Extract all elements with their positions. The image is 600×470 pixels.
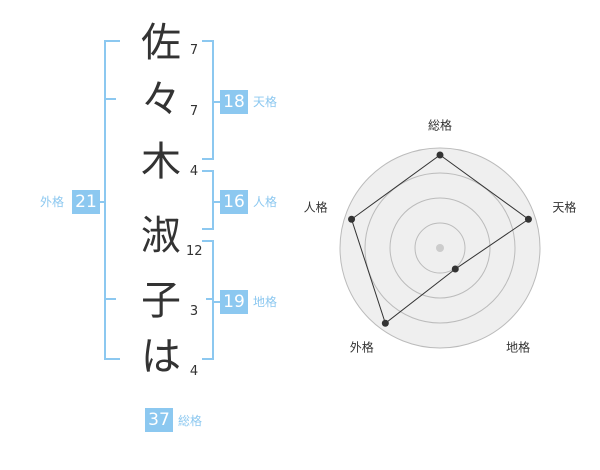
jinkaku-label: 人格 [253,195,278,209]
radar-axis-label: 地格 [506,339,530,354]
name-char-6: は [141,334,181,380]
radar-data-point [524,215,532,223]
soukaku-label: 総格 [178,414,203,428]
gaikaku-value: 21 [72,190,100,214]
jinkaku-bracket-bottom [202,228,214,230]
radar-data-point [451,265,459,273]
chikaku-bracket-bottom [202,358,214,360]
tenkaku-bracket-connector [212,101,220,103]
tenkaku-value: 18 [220,90,248,114]
radar-axis-label: 外格 [350,339,374,354]
name-char-4: 淑 [141,213,181,259]
gaikaku-bracket-tick [104,98,116,100]
jinkaku-value: 16 [220,190,248,214]
tenkaku-bracket-bottom [202,158,214,160]
chikaku-value: 19 [220,290,248,314]
stroke-count-5: 3 [189,304,199,319]
radar-ring [389,197,491,299]
stroke-count-4: 12 [186,244,203,259]
radar-data-point [348,215,356,223]
jinkaku-bracket-vertical [212,170,214,230]
gaikaku-bracket-tick [104,298,116,300]
radar-ring [414,222,466,274]
gaikaku-label: 外格 [40,195,65,209]
radar-data-polygon [350,154,530,325]
radar-axis-label: 総格 [428,118,452,133]
radar-ring [364,172,516,324]
chikaku-bracket-connector [212,301,220,303]
name-char-5: 子 [141,278,181,324]
chikaku-bracket-tick [206,298,212,300]
gaikaku-bracket-top [104,40,120,42]
stroke-count-2: 7 [189,104,199,119]
radar-data-point [381,319,389,327]
stroke-count-6: 4 [189,364,199,379]
radar-axis-label: 天格 [552,200,576,215]
stroke-count-3: 4 [189,164,199,179]
tenkaku-label: 天格 [253,95,278,109]
gaikaku-bracket-vertical [104,40,106,360]
jinkaku-bracket-top [202,170,214,172]
gaikaku-bracket-connector [100,201,106,203]
gaikaku-bracket-bottom [104,358,120,360]
chikaku-bracket-top [202,240,214,242]
tenkaku-bracket-top [202,40,214,42]
name-char-1: 佐 [141,20,181,66]
stroke-count-1: 7 [189,43,199,58]
chikaku-bracket-vertical [212,240,214,360]
radar-data-point [436,151,444,159]
soukaku-value: 37 [145,408,173,432]
radar-axis-label: 人格 [304,200,328,215]
radar-center-dot [436,244,444,252]
jinkaku-bracket-connector [212,201,220,203]
tenkaku-bracket-vertical [212,40,214,160]
name-char-2: 々 [141,77,181,123]
chikaku-label: 地格 [253,295,278,309]
name-char-3: 木 [141,139,181,185]
